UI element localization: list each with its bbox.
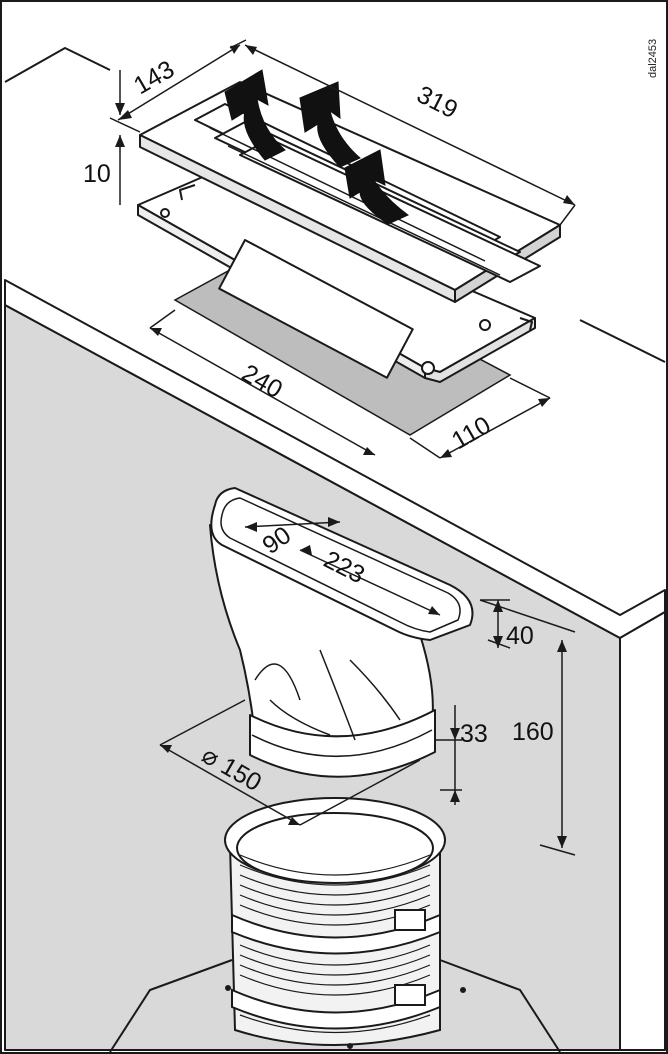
clamp-screw-upper: [394, 909, 426, 931]
flexible-duct: [224, 797, 446, 1046]
mounting-frame: [137, 175, 536, 383]
dim-319: 319: [412, 80, 462, 124]
dimension-lines: [109, 39, 576, 856]
dim-160: 160: [512, 718, 554, 746]
airflow-arrow-icon: [224, 69, 286, 161]
ceiling-back-edge: [4, 47, 111, 83]
airflow-arrows: [224, 69, 409, 225]
dim-110: 110: [447, 411, 496, 455]
hose-clamp-lower: [231, 988, 441, 1030]
ceiling-right-edge: [579, 319, 666, 363]
dim-240: 240: [237, 359, 287, 404]
hood-top: [109, 959, 561, 1053]
dim-40: 40: [506, 622, 534, 650]
dim-10: 10: [83, 160, 111, 188]
reference-code: dal2453: [647, 39, 659, 78]
duct-ribs: [239, 854, 431, 1034]
airflow-arrow-icon: [344, 149, 409, 225]
dimension-arrowheads: [115, 45, 575, 848]
clamp-screw-lower: [394, 984, 426, 1006]
cabinet-side-face: [619, 611, 666, 1051]
dim-33: 33: [460, 720, 488, 748]
dim-143: 143: [129, 55, 179, 100]
airflow-arrow-icon: [299, 81, 361, 168]
adapter-collar: [249, 709, 436, 778]
hose-clamp-upper: [231, 913, 441, 955]
